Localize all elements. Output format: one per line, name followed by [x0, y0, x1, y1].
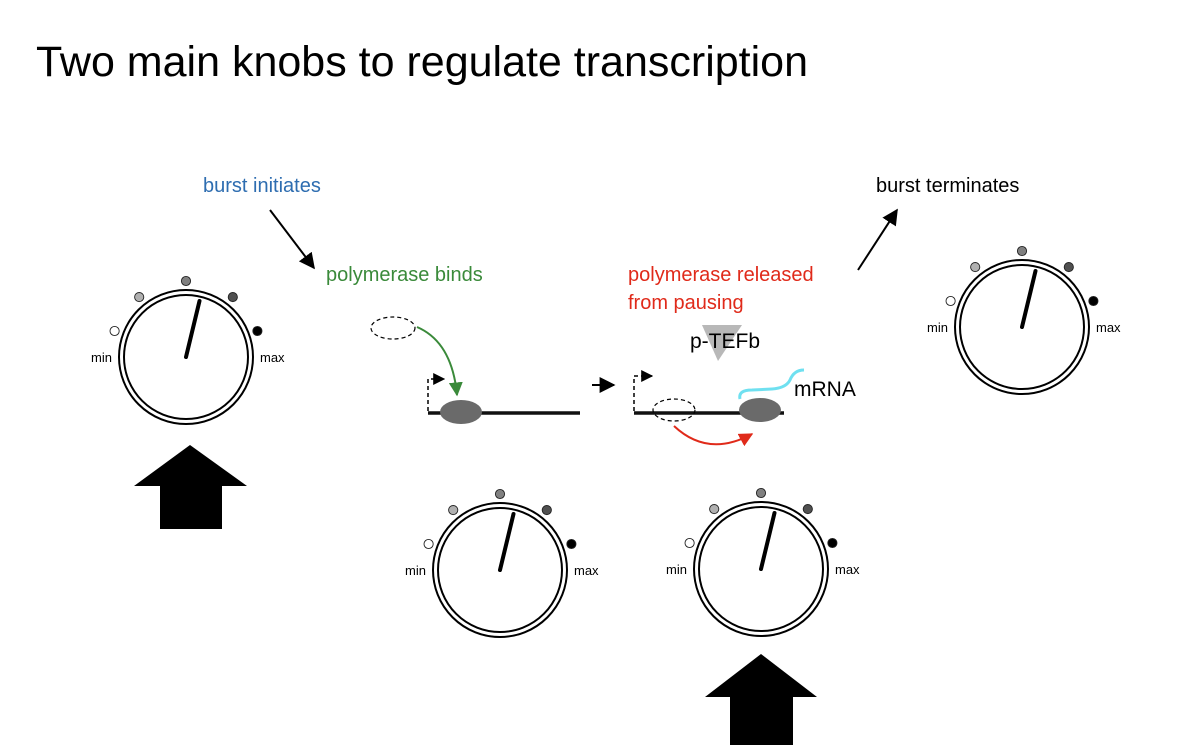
gene-schematic-release: p-TEFb mRNA — [633, 325, 856, 447]
ptefb-shape — [702, 325, 742, 361]
knob-inner-ring — [959, 264, 1085, 390]
knob-min-label: min — [927, 320, 948, 335]
knob-level-dot-5 — [1088, 295, 1099, 307]
promoter-arrow-2 — [633, 370, 654, 411]
block-arrow-left — [134, 445, 247, 529]
knob-inner-ring — [698, 506, 824, 632]
knob-level-dot-3 — [180, 275, 192, 287]
label-released-line1: polymerase released — [628, 264, 814, 286]
knob-level-dot-1 — [423, 538, 434, 550]
knob-min-label: min — [666, 562, 687, 577]
knob-level-dot-5 — [566, 538, 577, 550]
knob-level-dot-3 — [755, 487, 767, 499]
knob-level-dot-3 — [494, 488, 506, 500]
arrow-released-to-terminates — [857, 208, 898, 271]
knob-pause-release: min max — [666, 487, 860, 637]
knob-min-label: min — [91, 350, 112, 365]
label-released-line2: from pausing — [628, 292, 744, 314]
knob-min-label: min — [405, 563, 426, 578]
slide-title: Two main knobs to regulate transcription — [36, 38, 809, 86]
knob-burst-initiation: min max — [91, 275, 285, 425]
knob-polymerase-binding: min max — [405, 488, 599, 638]
arrow-initiates-to-binds — [269, 209, 315, 270]
knob-pointer — [759, 511, 777, 571]
label-ptefb: p-TEFb — [690, 330, 760, 353]
gene-schematic-binding — [370, 316, 580, 424]
label-burst-initiates: burst initiates — [203, 175, 321, 197]
binding-arrow — [416, 326, 463, 397]
knob-level-dot-2 — [709, 504, 720, 515]
knob-level-dot-1 — [684, 537, 695, 549]
knob-level-dot-1 — [945, 295, 956, 307]
promoter-arrow — [427, 373, 446, 411]
knob-level-dot-1 — [109, 325, 120, 337]
bound-polymerase — [440, 400, 482, 424]
knob-pointer — [498, 512, 516, 572]
knob-inner-ring — [123, 294, 249, 420]
knob-level-dot-2 — [448, 505, 459, 516]
label-polymerase-binds: polymerase binds — [326, 264, 483, 286]
release-arrow — [673, 425, 754, 447]
knob-pointer — [184, 299, 202, 359]
knob-level-dot-5 — [827, 537, 838, 549]
knob-max-label: max — [835, 562, 860, 577]
label-mrna: mRNA — [794, 378, 856, 401]
free-polymerase-outline — [370, 316, 416, 340]
knob-inner-ring — [437, 507, 563, 633]
knob-level-dot-2 — [970, 262, 981, 273]
knob-level-dot-4 — [1063, 262, 1074, 273]
block-arrow-bottom — [705, 654, 817, 745]
knob-level-dot-4 — [541, 505, 552, 516]
knob-level-dot-2 — [134, 292, 145, 303]
paused-polymerase-outline — [652, 398, 696, 422]
elongating-polymerase — [739, 398, 781, 422]
knob-pointer — [1020, 269, 1038, 329]
knob-max-label: max — [260, 350, 285, 365]
label-burst-terminates: burst terminates — [876, 175, 1019, 197]
knob-level-dot-4 — [802, 504, 813, 515]
knob-level-dot-5 — [252, 325, 263, 337]
knob-max-label: max — [1096, 320, 1121, 335]
knob-max-label: max — [574, 563, 599, 578]
mrna-strand — [738, 368, 805, 400]
knob-level-dot-3 — [1016, 245, 1028, 257]
knob-level-dot-4 — [227, 292, 238, 303]
knob-burst-termination: min max — [927, 245, 1121, 395]
